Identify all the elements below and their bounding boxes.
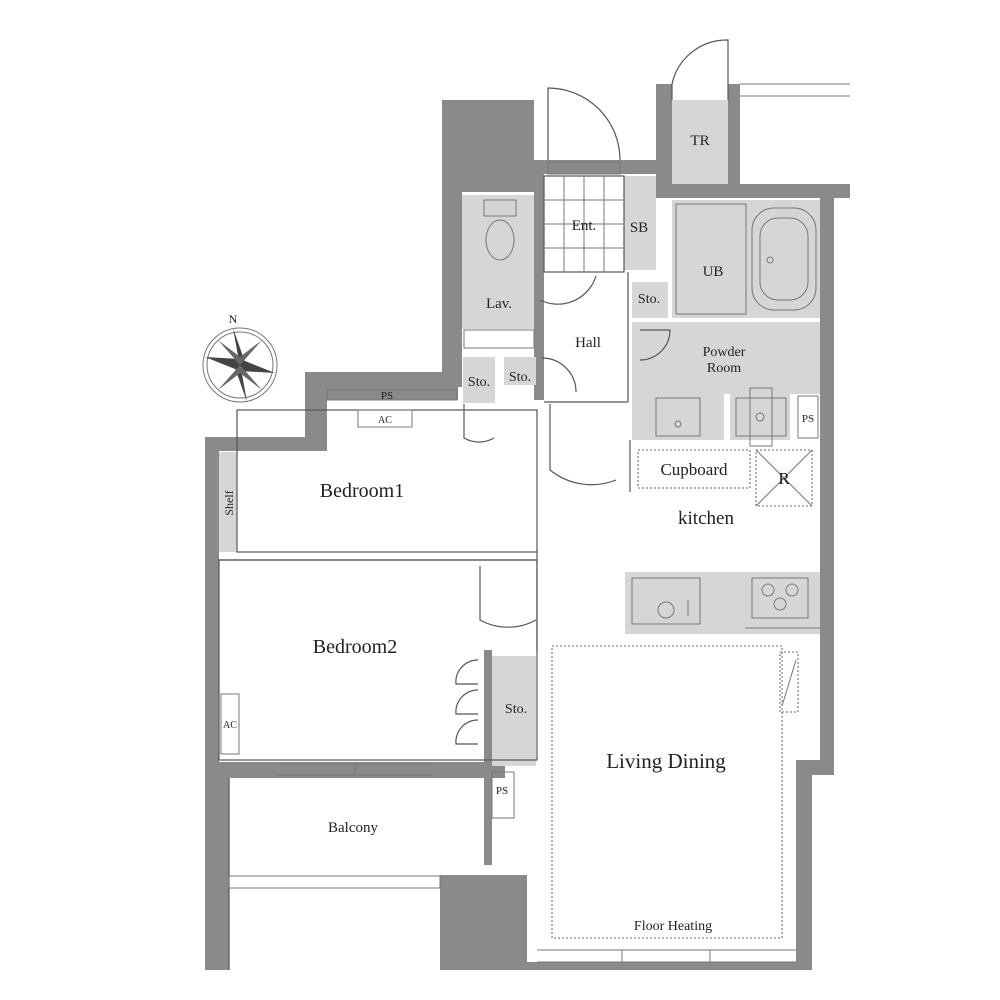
toilet-icon <box>483 199 517 261</box>
wall-balcony-left <box>205 778 229 970</box>
bedroom1-label: Bedroom1 <box>320 480 404 502</box>
sto-small-label: Sto. <box>638 292 660 307</box>
shelf-box <box>219 452 237 552</box>
door-closet-3 <box>455 719 479 745</box>
sto-lav-box <box>463 357 495 403</box>
stove-icon <box>761 583 799 611</box>
door-powder <box>639 329 671 361</box>
sto-hall-label: Sto. <box>509 370 531 385</box>
wall-right-lower <box>796 760 834 962</box>
bedroom2-label: Bedroom2 <box>313 636 397 658</box>
balcony-label: Balcony <box>328 820 378 836</box>
interior-lines <box>218 83 850 970</box>
bathtub-icon <box>751 207 817 311</box>
wall-balcony-right <box>484 650 492 865</box>
floor-heating-label: Floor Heating <box>634 919 712 934</box>
kitchen-counter <box>625 572 820 634</box>
door-sto-hall <box>541 357 577 393</box>
wall-tr-left <box>656 84 672 184</box>
door-bedroom2 <box>479 566 537 628</box>
door-tr <box>671 39 729 100</box>
door-hall-bedroom <box>549 404 617 486</box>
door-closet-1 <box>455 659 479 685</box>
compass-rose-icon <box>202 327 278 403</box>
compass-north-label: N <box>229 312 238 326</box>
sto-small-box <box>632 282 668 318</box>
sto-bedroom2-label: Sto. <box>505 702 527 717</box>
ub-label: UB <box>703 264 724 280</box>
ps-top-label: PS <box>381 390 393 402</box>
wall-right <box>820 198 834 768</box>
wall-lav-left <box>442 192 462 387</box>
washer-area <box>632 394 724 440</box>
sto-hall-box <box>504 357 536 385</box>
hall-label: Hall <box>575 335 601 351</box>
wall-step-top-left <box>205 386 458 451</box>
ps-lower-label: PS <box>496 785 508 797</box>
powder-room-label-1: Powder <box>703 345 746 360</box>
kitchen-label: kitchen <box>678 508 734 529</box>
walls <box>205 84 850 970</box>
washing-machine-icon <box>655 397 701 437</box>
ac-bedroom2-label: AC <box>223 720 237 731</box>
lav-room <box>462 195 534 329</box>
sto-bedroom2-box <box>492 656 536 766</box>
powder-sink-area <box>730 394 790 440</box>
sb-box <box>624 176 656 270</box>
refrigerator-label: R <box>778 469 790 488</box>
lav-label: Lav. <box>486 296 512 312</box>
powder-room-label-2: Room <box>707 361 741 376</box>
door-closet-2 <box>455 689 479 715</box>
shelf-label: Shelf <box>222 490 236 515</box>
living-dining-label: Living Dining <box>606 749 726 773</box>
wall-living-bottom <box>527 962 812 970</box>
wall-tr-right <box>728 84 740 184</box>
sto-lav-label: Sto. <box>468 375 490 390</box>
powder-sink-icon <box>735 387 787 447</box>
wall-entrance-top <box>534 160 664 174</box>
ps-kitchen-label: PS <box>802 413 814 425</box>
wall-column-bottom <box>440 875 527 970</box>
doors <box>455 39 729 745</box>
sb-label: SB <box>630 220 648 236</box>
wall-lav-right <box>534 160 544 400</box>
wall-column-top <box>442 100 534 192</box>
door-lav <box>539 275 597 305</box>
sink-icon <box>657 600 689 619</box>
tr-label: TR <box>690 133 709 149</box>
wall-top-right <box>656 184 850 198</box>
entrance-label: Ent. <box>572 218 597 234</box>
door-entrance <box>547 87 621 161</box>
door-sto-lav <box>463 404 495 443</box>
tr-box <box>672 100 728 184</box>
cupboard-label: Cupboard <box>660 460 728 479</box>
ac-top-label: AC <box>378 415 392 426</box>
powder-room <box>632 322 820 394</box>
